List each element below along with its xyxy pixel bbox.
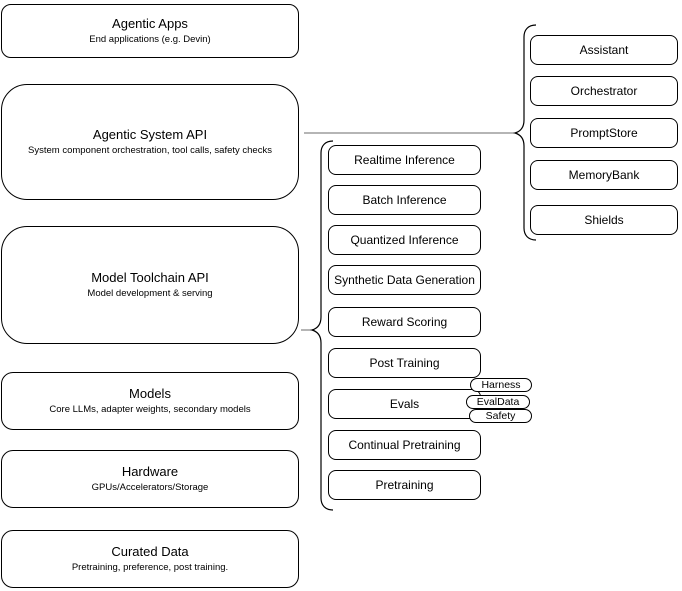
tag-safety: Safety <box>469 409 532 423</box>
node-memorybank: MemoryBank <box>530 160 678 190</box>
node-label: Assistant <box>579 43 629 57</box>
node-model-toolchain-api: Model Toolchain API Model development & … <box>1 226 299 344</box>
toolchain-group-brace <box>309 140 334 511</box>
node-evals: Evals <box>328 389 481 419</box>
node-agentic-apps: Agentic Apps End applications (e.g. Devi… <box>1 4 299 58</box>
node-label: Synthetic Data Generation <box>334 273 475 287</box>
node-assistant: Assistant <box>530 35 678 65</box>
node-subtitle: GPUs/Accelerators/Storage <box>91 482 209 493</box>
node-label: Post Training <box>369 356 440 370</box>
node-agentic-system-api: Agentic System API System component orch… <box>1 84 299 200</box>
node-label: Pretraining <box>375 478 434 492</box>
node-title: Models <box>129 386 171 401</box>
node-batch-inference: Batch Inference <box>328 185 481 215</box>
node-label: PromptStore <box>570 126 638 140</box>
node-curated-data: Curated Data Pretraining, preference, po… <box>1 530 299 588</box>
node-subtitle: Pretraining, preference, post training. <box>71 562 229 573</box>
node-synthetic-data-generation: Synthetic Data Generation <box>328 265 481 295</box>
node-title: Curated Data <box>111 544 189 559</box>
node-label: Realtime Inference <box>354 153 455 167</box>
node-pretraining: Pretraining <box>328 470 481 500</box>
node-continual-pretraining: Continual Pretraining <box>328 430 481 460</box>
tag-harness: Harness <box>470 378 532 392</box>
tag-label: EvalData <box>476 396 520 408</box>
node-label: Shields <box>584 213 624 227</box>
node-label: Reward Scoring <box>361 315 448 329</box>
node-title: Model Toolchain API <box>91 270 209 285</box>
node-quantized-inference: Quantized Inference <box>328 225 481 255</box>
tag-label: Safety <box>485 410 516 422</box>
tag-evaldata: EvalData <box>466 395 530 409</box>
system-group-brace <box>512 24 537 241</box>
node-title: Agentic Apps <box>112 16 188 31</box>
node-promptstore: PromptStore <box>530 118 678 148</box>
tag-label: Harness <box>481 379 521 391</box>
node-subtitle: System component orchestration, tool cal… <box>28 145 272 156</box>
node-subtitle: End applications (e.g. Devin) <box>89 34 211 45</box>
node-label: Batch Inference <box>362 193 447 207</box>
node-orchestrator: Orchestrator <box>530 76 678 106</box>
node-title: Hardware <box>121 464 179 479</box>
node-label: MemoryBank <box>568 168 640 182</box>
node-label: Evals <box>389 397 420 411</box>
node-subtitle: Core LLMs, adapter weights, secondary mo… <box>49 404 251 415</box>
node-reward-scoring: Reward Scoring <box>328 307 481 337</box>
node-label: Orchestrator <box>570 84 638 98</box>
node-shields: Shields <box>530 205 678 235</box>
node-subtitle: Model development & serving <box>87 288 213 299</box>
node-realtime-inference: Realtime Inference <box>328 145 481 175</box>
node-label: Quantized Inference <box>350 233 459 247</box>
node-models: Models Core LLMs, adapter weights, secon… <box>1 372 299 430</box>
node-label: Continual Pretraining <box>348 438 461 452</box>
node-post-training: Post Training <box>328 348 481 378</box>
node-title: Agentic System API <box>92 127 208 142</box>
node-hardware: Hardware GPUs/Accelerators/Storage <box>1 450 299 508</box>
